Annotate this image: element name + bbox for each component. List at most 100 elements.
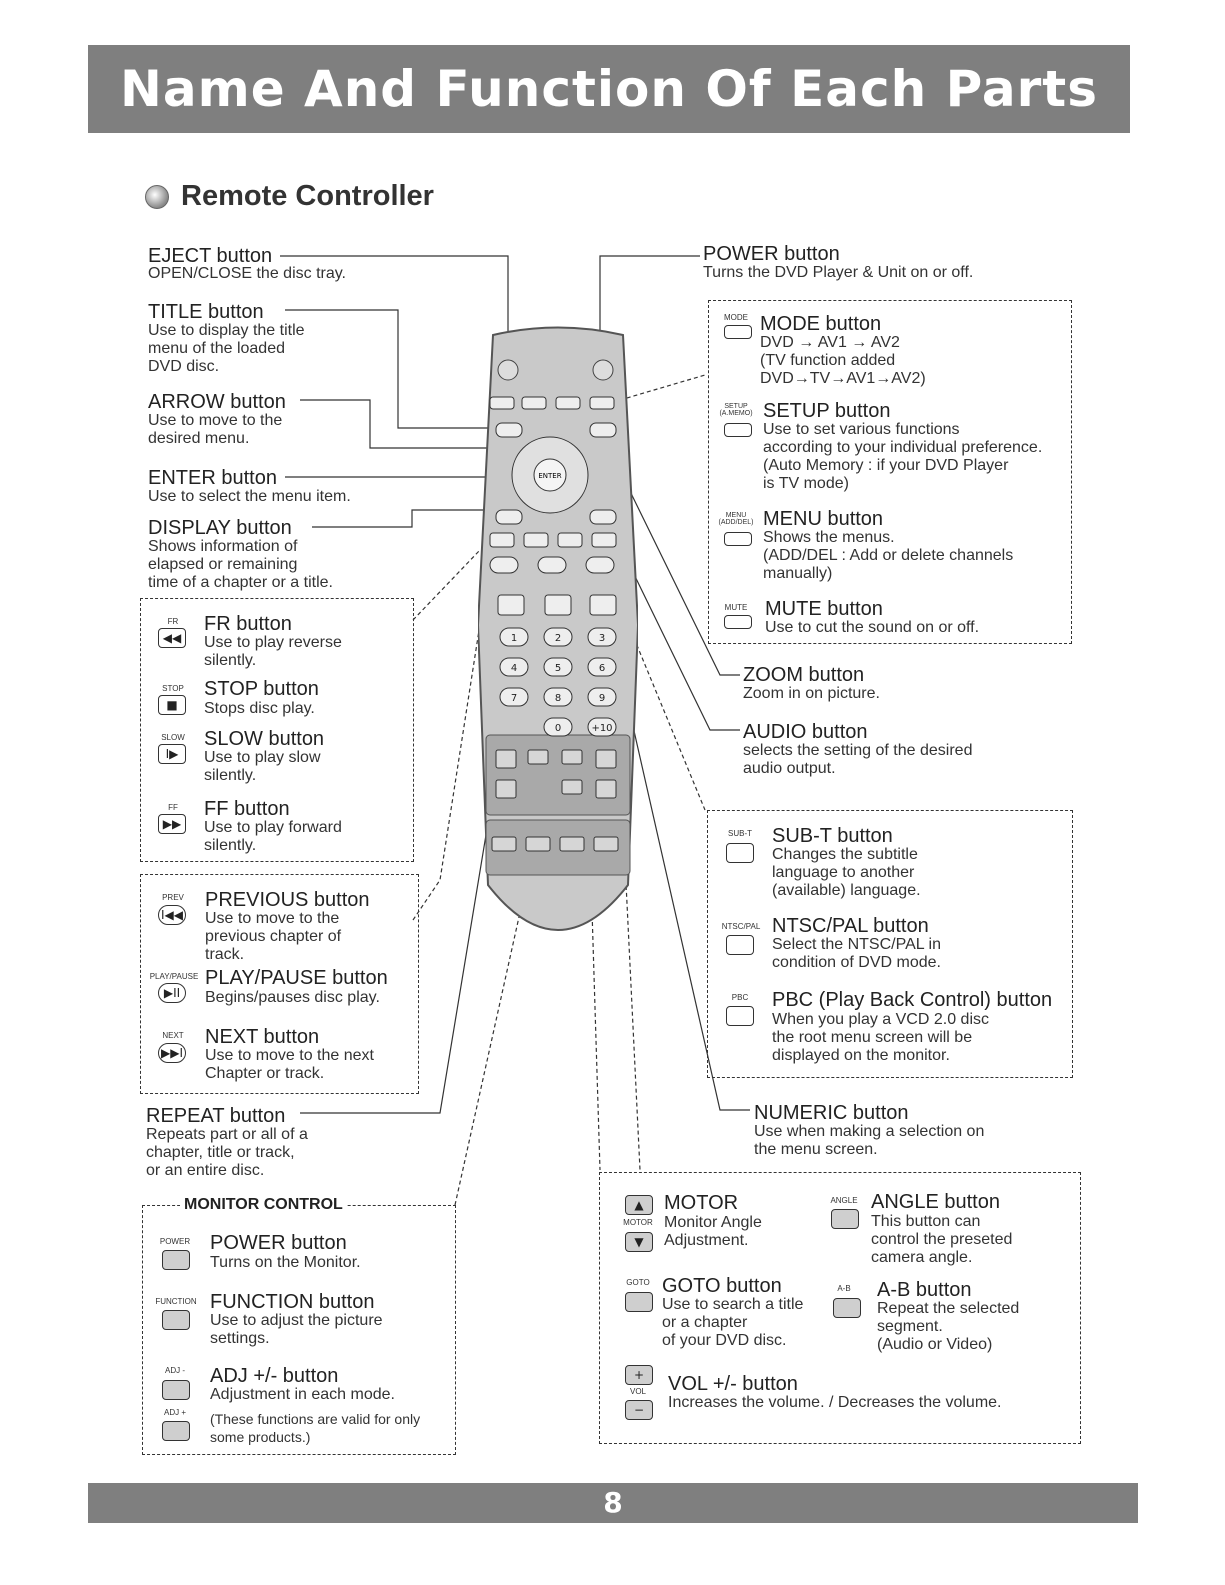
remote-key [543, 687, 573, 707]
fr-caption: FR [167, 617, 179, 626]
mute-label: MUTE button [765, 598, 883, 620]
remote-key [543, 657, 573, 677]
prev-icon: I◀◀ [158, 905, 186, 925]
prev-caption: PREV [162, 893, 184, 902]
adj-label: ADJ +/- button [210, 1365, 339, 1387]
fr-desc: Use to play reverse silently. [204, 634, 342, 669]
adj-minus-icon [162, 1380, 190, 1400]
subt-label: SUB-T button [772, 825, 893, 847]
playback-box-1 [140, 598, 414, 862]
slow-desc: Use to play slow silently. [204, 749, 321, 784]
setup-caption: SETUP (A.MEMO) [719, 403, 753, 417]
ff-icon: ▶▶ [158, 814, 186, 834]
audio-label: AUDIO button [743, 721, 868, 743]
pbc-icon [726, 1006, 754, 1026]
mode-caption: MODE [724, 313, 748, 322]
remote-key-label: 6 [599, 663, 605, 674]
slow-icon: I▶ [158, 744, 186, 764]
vol-plus-icon: + [625, 1365, 653, 1385]
monitor-power-icon [162, 1250, 190, 1270]
page-number: 8 [88, 1483, 1138, 1523]
vol-label: VOL +/- button [668, 1373, 798, 1395]
ntsc-icon [726, 935, 754, 955]
play-desc: Begins/pauses disc play. [205, 989, 380, 1006]
mode-desc: DVD → AV1 → AV2 (TV function added DVD→T… [760, 334, 926, 387]
ab-label: A-B button [877, 1279, 972, 1301]
remote-key-label: 2 [555, 633, 561, 644]
function-box [599, 1172, 1081, 1444]
next-icon: ▶▶I [158, 1043, 186, 1063]
title-desc: Use to display the title menu of the loa… [148, 322, 305, 375]
zoom-desc: Zoom in on picture. [743, 685, 880, 702]
ff-label: FF button [204, 798, 290, 820]
motor-up-icon: ▲ [625, 1195, 653, 1215]
mode-label: MODE button [760, 313, 882, 335]
playback-box-2 [140, 874, 419, 1094]
prev-label: PREVIOUS button [205, 889, 370, 911]
menu-label: MENU button [763, 508, 884, 530]
goto-label: GOTO button [662, 1275, 782, 1297]
remote-key-label: 0 [555, 723, 561, 734]
angle-desc: This button can control the preseted cam… [871, 1213, 1013, 1266]
function-label: FUNCTION button [210, 1291, 375, 1313]
arrow-label: ARROW button [148, 391, 286, 413]
page-title: Name And Function Of Each Parts [120, 60, 1098, 118]
arrow-desc: Use to move to the desired menu. [148, 412, 283, 447]
play-caption: PLAY/PAUSE [149, 972, 199, 981]
mute-icon [724, 615, 752, 629]
vol-desc: Increases the volume. / Decreases the vo… [668, 1394, 1002, 1411]
prev-desc: Use to move to the previous chapter of t… [205, 910, 342, 963]
goto-caption: GOTO [626, 1278, 650, 1287]
motor-caption: MOTOR [623, 1218, 653, 1227]
next-caption: NEXT [162, 1031, 184, 1040]
remote-key-label: 1 [511, 633, 517, 644]
pbc-caption: PBC [731, 993, 749, 1002]
function-desc: Use to adjust the picture settings. [210, 1312, 383, 1347]
mute-desc: Use to cut the sound on or off. [765, 619, 980, 636]
ab-desc: Repeat the selected segment. (Audio or V… [877, 1300, 1020, 1353]
remote-key [587, 627, 617, 647]
zoom-label: ZOOM button [743, 664, 865, 686]
section-title: Remote Controller [181, 180, 434, 212]
repeat-label: REPEAT button [146, 1105, 286, 1127]
subtitle-box [707, 810, 1073, 1078]
pbc-label: PBC (Play Back Control) button [772, 989, 1053, 1011]
remote-key [543, 627, 573, 647]
ff-desc: Use to play forward silently. [204, 819, 342, 854]
play-label: PLAY/PAUSE button [205, 967, 388, 989]
svg-text:ENTER: ENTER [538, 472, 561, 480]
ab-caption: A-B [837, 1284, 851, 1293]
remote-key [587, 657, 617, 677]
stop-caption: STOP [162, 684, 184, 693]
adj-desc: Adjustment in each mode. [210, 1386, 395, 1403]
remote-key-label: 9 [599, 693, 605, 704]
section-heading: Remote Controller [145, 180, 434, 213]
bullet-icon [145, 184, 169, 209]
subt-icon [726, 843, 754, 863]
angle-caption: ANGLE [830, 1196, 858, 1205]
remote-key-label: 8 [555, 693, 561, 704]
monitor-power-desc: Turns on the Monitor. [210, 1254, 361, 1271]
repeat-desc: Repeats part or all of a chapter, title … [146, 1126, 308, 1179]
remote-key [499, 627, 529, 647]
remote-key-label: 5 [555, 663, 561, 674]
slow-label: SLOW button [204, 728, 325, 750]
next-desc: Use to move to the next Chapter or track… [205, 1047, 374, 1082]
enter-desc: Use to select the menu item. [148, 488, 351, 505]
remote-key [499, 657, 529, 677]
adj-minus-caption: ADJ - [165, 1366, 185, 1375]
fr-icon: ◀◀ [158, 628, 186, 648]
display-label: DISPLAY button [148, 517, 292, 539]
ntsc-caption: NTSC/PAL [721, 922, 761, 931]
ntsc-label: NTSC/PAL button [772, 915, 929, 937]
pbc-desc: When you play a VCD 2.0 disc the root me… [772, 1011, 989, 1064]
motor-label: MOTOR [664, 1192, 739, 1214]
enter-label: ENTER button [148, 467, 277, 489]
monitor-control-heading: MONITOR CONTROL [180, 1196, 347, 1214]
goto-icon [625, 1292, 653, 1312]
audio-desc: selects the setting of the desired audio… [743, 742, 973, 777]
remote-key-label: 3 [599, 633, 605, 644]
mode-icon [724, 325, 752, 339]
